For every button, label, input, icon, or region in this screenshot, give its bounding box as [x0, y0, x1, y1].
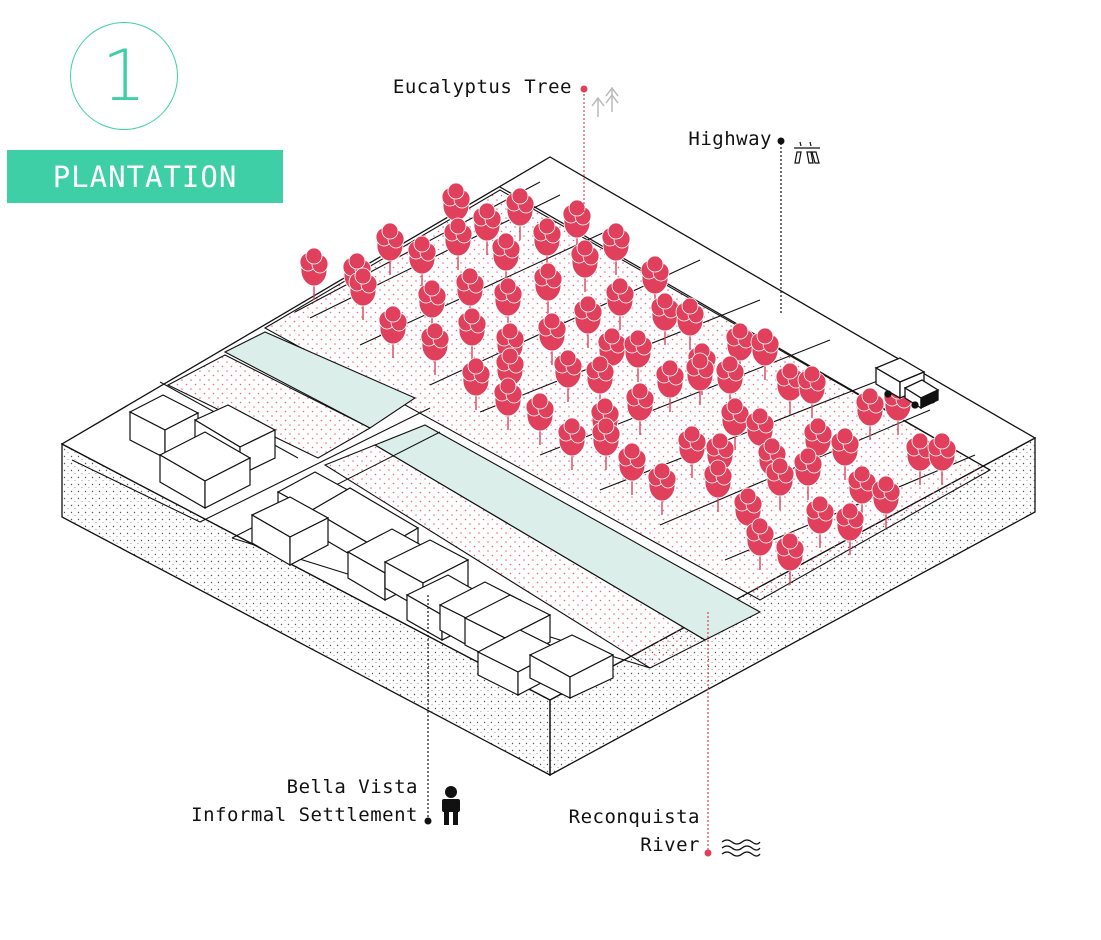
eucalyptus-tree: [927, 432, 957, 485]
eucalyptus-tree: [407, 235, 437, 288]
eucalyptus-tree: [805, 495, 835, 548]
eucalyptus-tree: [675, 297, 705, 350]
eucalyptus-tree: [605, 277, 635, 330]
eucalyptus-tree: [495, 347, 525, 400]
step-title: PLANTATION: [7, 150, 283, 203]
eucalyptus-tree: [601, 222, 631, 275]
eucalyptus-tree: [677, 425, 707, 478]
eucalyptus-tree: [348, 267, 378, 320]
eucalyptus-tree: [650, 292, 680, 345]
eucalyptus-tree: [835, 502, 865, 555]
eucalyptus-tree: [871, 475, 901, 528]
settlement-buildings: [128, 394, 615, 699]
eucalyptus-tree: [775, 532, 805, 585]
eucalyptus-tree: [715, 355, 745, 408]
truck-icon: [874, 357, 940, 410]
eucalyptus-tree: [378, 305, 408, 358]
eucalyptus-tree: [591, 417, 621, 470]
eucalyptus-tree: [797, 365, 827, 418]
river-label-line1: Reconquista: [568, 806, 700, 828]
person-icon: [442, 786, 460, 825]
highway-label: Highway: [688, 128, 772, 150]
eucalyptus-tree: [472, 202, 502, 255]
eucalyptus-tree: [375, 222, 405, 275]
building: [158, 431, 252, 510]
eucalyptus-tree: [533, 262, 563, 315]
eucalyptus-tree: [655, 359, 685, 412]
eucalyptus-tree: [525, 392, 555, 445]
building: [528, 634, 615, 699]
eucalyptus-tree: [725, 322, 755, 375]
eucalyptus-tree: [491, 232, 521, 285]
eucalyptus-label: Eucalyptus Tree: [392, 76, 572, 98]
eucalyptus-tree: [553, 349, 583, 402]
eucalyptus-tree: [617, 442, 647, 495]
eucalyptus-tree: [720, 397, 750, 450]
eucalyptus-tree: [537, 312, 567, 365]
riverbank-lower: [323, 444, 707, 669]
eucalyptus-tree: [745, 517, 775, 570]
settlement-label-line1: Bella Vista: [286, 776, 418, 798]
eucalyptus-tree: [855, 387, 885, 440]
building: [250, 496, 330, 567]
eucalyptus-tree: [750, 327, 780, 380]
river-label-line2: River: [640, 834, 700, 856]
eucalyptus-tree: [505, 187, 535, 240]
eucalyptus-tree: [703, 459, 733, 512]
building: [128, 394, 200, 459]
eucalyptus-tree: [585, 355, 615, 408]
step-number: 1: [70, 22, 178, 130]
eucalyptus-tree: [557, 417, 587, 470]
eucalyptus-tree: [685, 352, 715, 405]
waves-icon: [721, 839, 761, 857]
eucalyptus-tree: [461, 357, 491, 410]
eucalyptus-tree: [647, 462, 677, 515]
highway-icon: [794, 141, 820, 164]
eucalyptus-tree: [420, 322, 450, 375]
eucalyptus-trees: [299, 182, 957, 585]
eucalyptus-tree: [623, 329, 653, 382]
eucalyptus-tree: [765, 457, 795, 510]
eucalyptus-tree: [443, 217, 473, 270]
eucalyptus-tree: [847, 465, 877, 518]
river-upper: [223, 331, 417, 429]
eucalyptus-tree: [570, 239, 600, 292]
eucalyptus-tree: [417, 279, 447, 332]
eucalyptus-tree: [905, 432, 935, 485]
eucalyptus-tree: [441, 182, 471, 235]
eucalyptus-tree: [493, 277, 523, 330]
settlement-label-line2: Informal Settlement: [191, 804, 418, 826]
eucalyptus-tree: [625, 382, 655, 435]
eucalyptus-tree: [299, 247, 329, 300]
eucalyptus-tree: [830, 427, 860, 480]
eucalyptus-tree: [793, 447, 823, 500]
eucalyptus-tree: [493, 377, 523, 430]
tree-icon: [591, 86, 619, 117]
eucalyptus-tree: [457, 307, 487, 360]
eucalyptus-tree: [573, 295, 603, 348]
